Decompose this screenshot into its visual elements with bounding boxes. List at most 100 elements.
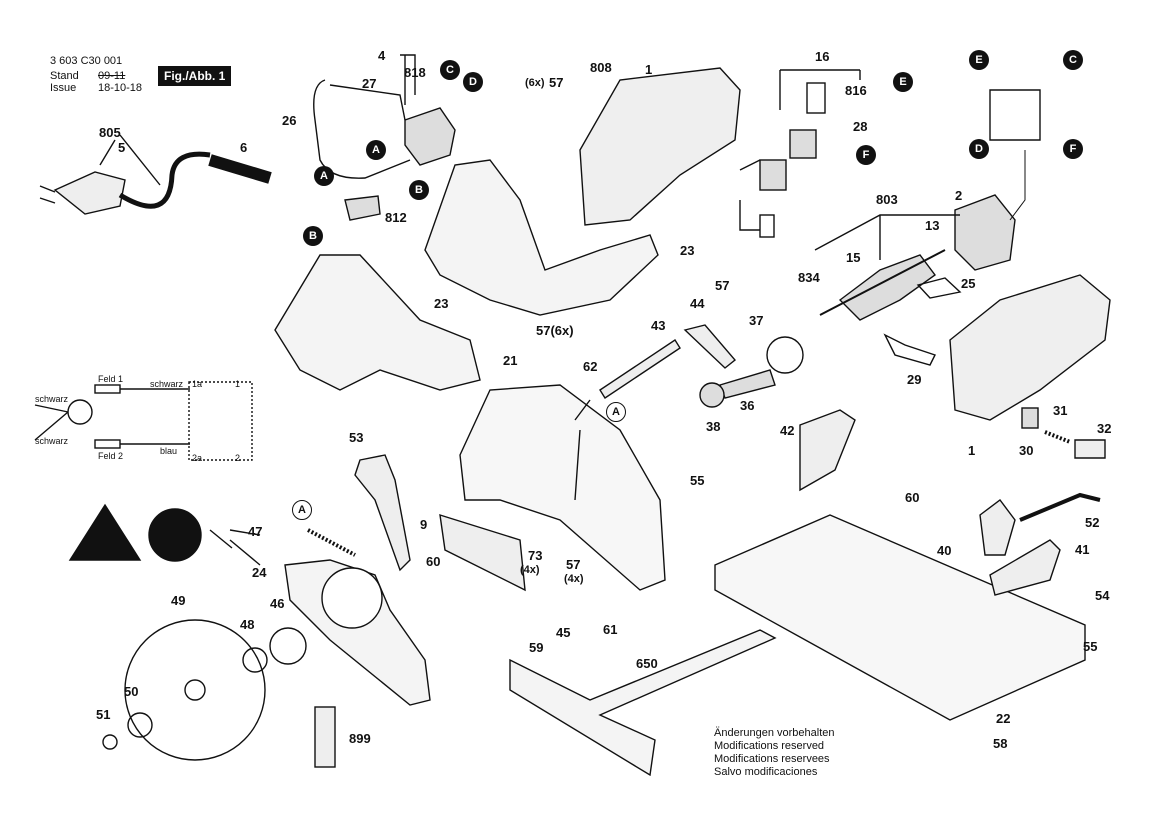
part-label: 15 (846, 250, 861, 265)
field-coil-part (954, 194, 1016, 271)
part-label: 812 (385, 210, 407, 225)
part-number: 3 603 C30 001 (50, 55, 123, 67)
wiring-label: schwarz (35, 394, 69, 404)
reference-marker: E (893, 72, 913, 92)
part-label: 25 (961, 276, 976, 291)
part-label: 650 (636, 656, 658, 671)
wiring-label: 2 (235, 453, 241, 463)
part-label: 44 (690, 296, 705, 311)
part-label: 60 (905, 490, 920, 505)
motor-housing-part (949, 274, 1111, 421)
part-label: 50 (124, 684, 139, 699)
part-label: 49 (171, 593, 186, 608)
wiring-label: Feld 1 (98, 374, 124, 384)
part-label: 805 (99, 125, 121, 140)
part-label: 32 (1097, 421, 1112, 436)
warning-triangle-icon (68, 503, 142, 561)
reference-marker: A (314, 166, 334, 186)
part-label: 28 (853, 119, 868, 134)
part-label: 4 (378, 48, 386, 63)
reference-marker: F (1063, 139, 1083, 159)
motor-housing-half-part (579, 67, 741, 226)
part-label: 57 (549, 75, 564, 90)
part-label: (4x) (520, 564, 540, 576)
part-label: 26 (282, 113, 297, 128)
part-label: 73 (528, 548, 543, 563)
part-label: 48 (240, 617, 255, 632)
part-label: 45 (556, 625, 571, 640)
handle-part (274, 254, 481, 391)
part-label: 55 (1083, 639, 1098, 654)
part-label: 42 (780, 423, 795, 438)
part-label: 29 (907, 372, 922, 387)
part-label: 46 (270, 596, 285, 611)
part-label: 1 (968, 443, 976, 458)
clamp-part (344, 195, 381, 221)
wiring-label: 2a (192, 453, 203, 463)
part-label: 9 (420, 517, 428, 532)
part-label: 36 (740, 398, 755, 413)
reference-marker: C (440, 60, 460, 80)
read-manual-icon (148, 508, 202, 562)
cable-loop-part (313, 79, 411, 179)
part-label: 41 (1075, 542, 1090, 557)
reference-marker: A (366, 140, 386, 160)
part-label: 37 (749, 313, 764, 328)
wiring-label: 1a (192, 379, 203, 389)
part-label: 834 (798, 270, 820, 285)
power-cord-part (39, 151, 272, 215)
part-label: 57 (715, 278, 730, 293)
wiring-label: blau (160, 446, 178, 456)
part-label: 58 (993, 736, 1008, 751)
part-label: 62 (583, 359, 598, 374)
part-label: 61 (603, 622, 618, 637)
part-label: 2 (955, 188, 963, 203)
switch-part (404, 107, 456, 166)
part-label: 16 (815, 49, 830, 64)
part-label: 59 (529, 640, 544, 655)
part-label: 24 (252, 565, 267, 580)
part-label: 47 (248, 524, 263, 539)
part-label: 23 (434, 296, 449, 311)
part-label: 5 (118, 140, 126, 155)
wiring-label: schwarz (150, 379, 184, 389)
part-label: 52 (1085, 515, 1100, 530)
part-label: 808 (590, 60, 612, 75)
figure-label: Fig./Abb. 1 (158, 66, 232, 86)
saw-blade-part (124, 619, 266, 761)
issue-label: Issue (50, 82, 77, 94)
part-label: 31 (1053, 403, 1068, 418)
part-label: 899 (349, 731, 371, 746)
reference-marker: A (606, 402, 626, 422)
part-label: 57(6x) (536, 323, 574, 338)
part-label: 40 (937, 543, 952, 558)
wiring-label: schwarz (35, 436, 69, 446)
part-label: (6x) (525, 77, 545, 89)
part-label: (4x) (564, 573, 584, 585)
part-label: 43 (651, 318, 666, 333)
base-plate-part (714, 514, 1086, 721)
reference-marker: B (303, 226, 323, 246)
part-label: 23 (680, 243, 695, 258)
part-label: 57 (566, 557, 581, 572)
old-date: 09-11 (98, 70, 126, 82)
part-label: 1 (645, 62, 653, 77)
part-label: 803 (876, 192, 898, 207)
reference-marker: D (463, 72, 483, 92)
part-label: 60 (426, 554, 441, 569)
part-label: 13 (925, 218, 940, 233)
blade-guard-part (459, 384, 666, 591)
modifications-note: Änderungen vorbehalten Modifications res… (714, 727, 835, 778)
reference-marker: A (292, 500, 312, 520)
reference-marker: D (969, 139, 989, 159)
part-label: 38 (706, 419, 721, 434)
part-label: 818 (404, 65, 426, 80)
part-label: 53 (349, 430, 364, 445)
part-label: 30 (1019, 443, 1034, 458)
part-label: 22 (996, 711, 1011, 726)
part-label: 27 (362, 76, 377, 91)
wiring-label: 1 (235, 379, 241, 389)
wiring-label: Feld 2 (98, 451, 124, 461)
